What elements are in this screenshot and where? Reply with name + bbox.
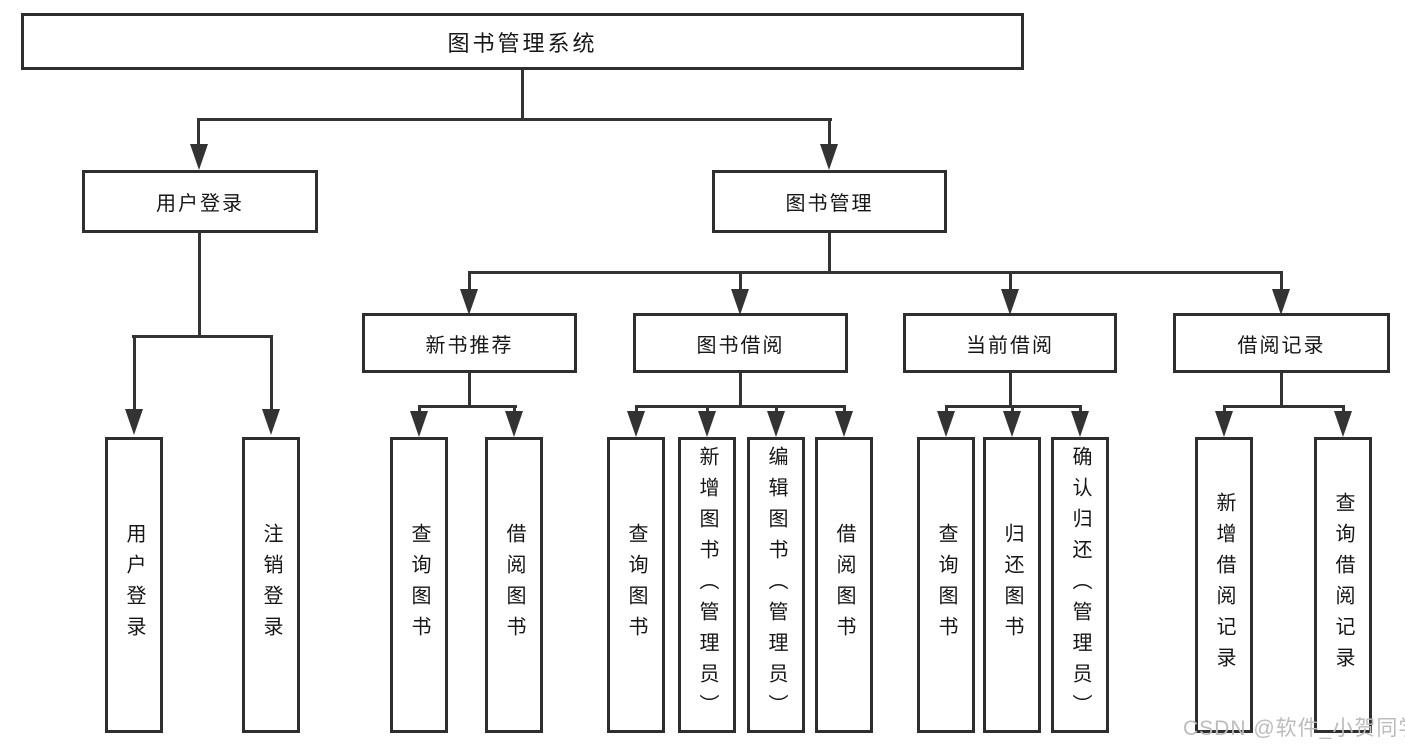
arrow-down-icon [125,409,143,435]
connector-line [635,405,638,413]
arrow-down-icon [937,411,955,437]
connector-line [828,233,831,271]
connector-line [1342,405,1345,413]
leaf-confirm-return-admin: 确认归还（管理员） [1051,437,1109,733]
node-new-book-recommend: 新书推荐 [362,313,577,373]
connector-line [1009,271,1012,291]
arrow-down-icon [1334,411,1352,437]
leaf-label: 借阅图书 [833,523,855,647]
connector-line [418,405,517,408]
node-label: 新书推荐 [425,334,514,357]
node-label: 用户登录 [156,193,244,215]
node-label: 图书管理系统 [447,30,598,56]
arrow-down-icon [1272,289,1290,315]
leaf-return-books: 归还图书 [983,437,1041,733]
node-current-borrowing: 当前借阅 [903,313,1117,373]
leaf-logout: 注销登录 [242,437,300,733]
leaf-label: 新增借阅记录 [1213,492,1235,678]
connector-line [468,271,1282,274]
leaf-label: 查询图书 [625,523,647,647]
leaf-label: 查询借阅记录 [1332,492,1354,678]
leaf-label: 确认归还（管理员） [1069,445,1091,725]
arrow-down-icon [410,411,428,437]
arrow-down-icon [505,411,523,437]
arrow-down-icon [190,144,208,170]
connector-line [468,271,471,291]
leaf-add-book-admin: 新增图书（管理员） [678,437,736,733]
leaf-label: 借阅图书 [503,523,525,647]
leaf-label: 查询图书 [935,523,957,647]
connector-line [739,271,742,291]
leaf-user-login: 用户登录 [105,437,163,733]
leaf-borrow-books-borrowing: 借阅图书 [815,437,873,733]
connector-line [197,118,200,146]
connector-line [270,335,273,413]
arrow-down-icon [1071,411,1089,437]
connector-line [739,373,742,405]
leaf-borrow-books-recommend: 借阅图书 [485,437,543,733]
connector-line [521,70,524,118]
leaf-edit-book-admin: 编辑图书（管理员） [747,437,805,733]
connector-line [133,335,136,413]
connector-line [1011,405,1014,413]
connector-line [132,335,273,338]
leaf-label: 新增图书（管理员） [696,445,718,725]
leaf-label: 用户登录 [123,523,145,647]
connector-line [418,405,421,413]
connector-line [828,118,831,146]
node-book-borrowing: 图书借阅 [633,313,848,373]
node-borrowing-records: 借阅记录 [1173,313,1390,373]
connector-line [1223,405,1345,408]
arrow-down-icon [731,289,749,315]
arrow-down-icon [820,144,838,170]
connector-line [1079,405,1082,413]
connector-line [945,405,948,413]
node-label: 图书管理 [785,193,874,215]
connector-line [775,405,778,413]
connector-line [635,405,846,408]
node-book-management: 图书管理 [712,170,947,233]
arrow-down-icon [1215,411,1233,437]
arrow-down-icon [698,411,716,437]
leaf-query-books-current: 查询图书 [917,437,975,733]
arrow-down-icon [262,409,280,435]
connector-line [706,405,709,413]
connector-line [513,405,516,413]
connector-line [843,405,846,413]
connector-line [198,233,201,335]
node-label: 借阅记录 [1237,334,1326,357]
connector-line [468,373,471,405]
node-label: 图书借阅 [696,334,785,357]
leaf-label: 查询图书 [408,523,430,647]
arrow-down-icon [835,411,853,437]
leaf-label: 编辑图书（管理员） [765,445,787,725]
connector-line [1009,373,1012,405]
csdn-watermark: CSDN @软件_小贺同学 [1183,717,1405,740]
arrow-down-icon [1001,289,1019,315]
connector-line [1280,373,1283,405]
leaf-query-borrow-record: 查询借阅记录 [1314,437,1372,733]
leaf-label: 归还图书 [1001,523,1023,647]
node-user-login: 用户登录 [82,170,318,233]
connector-line [1280,271,1283,291]
leaf-query-books-recommend: 查询图书 [390,437,448,733]
leaf-add-borrow-record: 新增借阅记录 [1195,437,1253,733]
arrow-down-icon [767,411,785,437]
leaf-query-books-borrowing: 查询图书 [607,437,665,733]
connector-line [1223,405,1226,413]
leaf-label: 注销登录 [260,523,282,647]
node-library-system: 图书管理系统 [21,13,1024,70]
node-label: 当前借阅 [966,334,1054,357]
arrow-down-icon [460,289,478,315]
arrow-down-icon [1003,411,1021,437]
connector-line [197,118,832,121]
arrow-down-icon [627,411,645,437]
